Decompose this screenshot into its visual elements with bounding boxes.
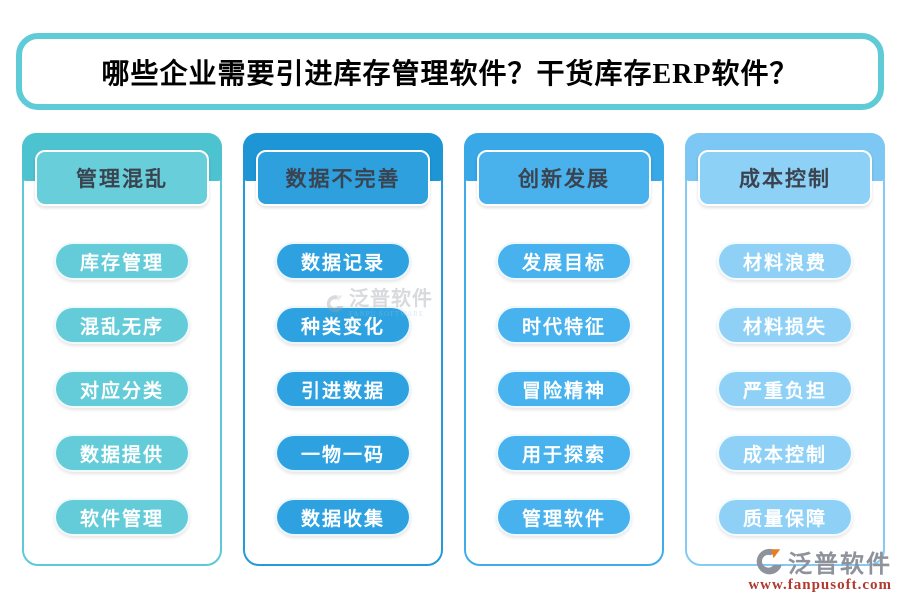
list-item: 数据提供 xyxy=(54,434,190,472)
column-header: 成本控制 xyxy=(698,150,872,206)
column-header-label: 管理混乱 xyxy=(76,167,168,191)
list-item: 用于探索 xyxy=(496,434,632,472)
list-item-label: 库存管理 xyxy=(79,252,164,274)
column-body xyxy=(685,141,885,566)
fanpu-logo-icon xyxy=(756,548,782,574)
list-item: 材料浪费 xyxy=(717,242,853,280)
brand-logo: 泛普软件 www.fanpusoft.com xyxy=(748,544,892,594)
list-item: 材料损失 xyxy=(717,306,853,344)
list-item: 时代特征 xyxy=(496,306,632,344)
column-header: 数据不完善 xyxy=(256,150,430,206)
list-item: 数据收集 xyxy=(275,498,411,536)
list-item-label: 混乱无序 xyxy=(79,316,164,338)
list-item-label: 材料浪费 xyxy=(742,252,827,274)
list-item-label: 用于探索 xyxy=(521,444,606,466)
column-cost-control: 成本控制 材料浪费 材料损失 严重负担 成本控制 质量保障 xyxy=(685,133,885,566)
list-item: 冒险精神 xyxy=(496,370,632,408)
pill-list: 材料浪费 材料损失 严重负担 成本控制 质量保障 xyxy=(685,242,885,536)
list-item-label: 质量保障 xyxy=(742,508,827,530)
list-item: 种类变化 xyxy=(275,306,411,344)
list-item-label: 软件管理 xyxy=(79,508,164,530)
list-item: 质量保障 xyxy=(717,498,853,536)
list-item-label: 材料损失 xyxy=(742,316,827,338)
list-item: 混乱无序 xyxy=(54,306,190,344)
list-item: 一物一码 xyxy=(275,434,411,472)
pill-list: 数据记录 种类变化 引进数据 一物一码 数据收集 xyxy=(243,242,443,536)
column-header-label: 创新发展 xyxy=(518,167,610,191)
column-innovation-development: 创新发展 发展目标 时代特征 冒险精神 用于探索 管理软件 xyxy=(464,133,664,566)
pill-list: 库存管理 混乱无序 对应分类 数据提供 软件管理 xyxy=(22,242,222,536)
list-item: 成本控制 xyxy=(717,434,853,472)
list-item-label: 管理软件 xyxy=(521,508,606,530)
list-item: 发展目标 xyxy=(496,242,632,280)
list-item: 软件管理 xyxy=(54,498,190,536)
column-header: 管理混乱 xyxy=(35,150,209,206)
pill-list: 发展目标 时代特征 冒险精神 用于探索 管理软件 xyxy=(464,242,664,536)
list-item: 严重负担 xyxy=(717,370,853,408)
list-item: 管理软件 xyxy=(496,498,632,536)
column-header: 创新发展 xyxy=(477,150,651,206)
brand-name: 泛普软件 xyxy=(788,552,892,578)
brand-url: www.fanpusoft.com xyxy=(748,577,892,593)
list-item-label: 成本控制 xyxy=(742,444,827,466)
column-incomplete-data: 数据不完善 数据记录 种类变化 引进数据 一物一码 数据收集 xyxy=(243,133,443,566)
list-item-label: 时代特征 xyxy=(521,316,606,338)
list-item-label: 数据收集 xyxy=(300,508,385,530)
list-item-label: 发展目标 xyxy=(521,252,606,274)
list-item: 对应分类 xyxy=(54,370,190,408)
list-item-label: 冒险精神 xyxy=(521,380,606,402)
list-item-label: 数据提供 xyxy=(79,444,164,466)
list-item: 库存管理 xyxy=(54,242,190,280)
title-box: 哪些企业需要引进库存管理软件？干货库存ERP软件？ xyxy=(16,33,884,110)
column-body xyxy=(464,141,664,566)
column-header-label: 数据不完善 xyxy=(285,167,401,191)
list-item-label: 引进数据 xyxy=(300,380,385,402)
list-item-label: 种类变化 xyxy=(300,316,385,338)
page-title: 哪些企业需要引进库存管理软件？干货库存ERP软件？ xyxy=(101,58,799,90)
list-item-label: 严重负担 xyxy=(742,380,827,402)
list-item-label: 一物一码 xyxy=(300,444,385,466)
column-management-chaos: 管理混乱 库存管理 混乱无序 对应分类 数据提供 软件管理 xyxy=(22,133,222,566)
column-body xyxy=(22,141,222,566)
column-header-label: 成本控制 xyxy=(739,167,831,191)
list-item: 引进数据 xyxy=(275,370,411,408)
list-item-label: 对应分类 xyxy=(79,380,164,402)
column-body xyxy=(243,141,443,566)
list-item: 数据记录 xyxy=(275,242,411,280)
list-item-label: 数据记录 xyxy=(300,252,385,274)
